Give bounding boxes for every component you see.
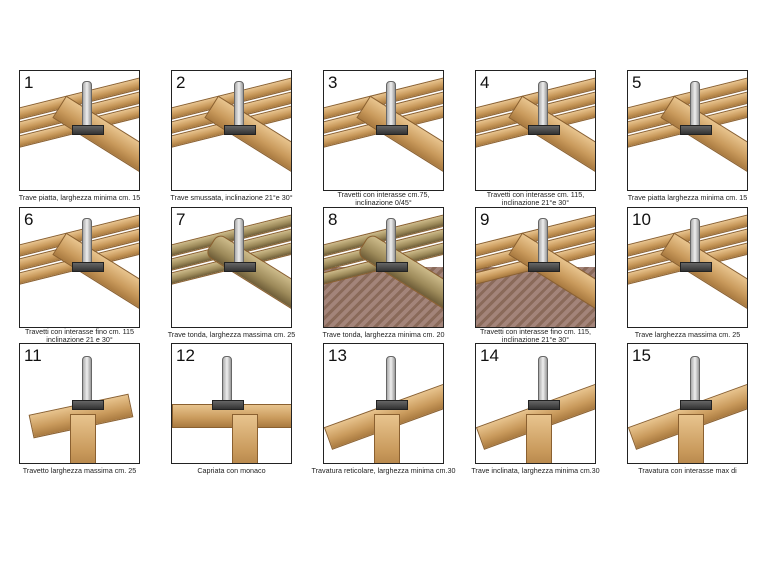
anchor-plate-illustration — [82, 81, 92, 127]
anchor-base-illustration — [528, 125, 560, 135]
item-caption: Capriata con monaco — [197, 466, 266, 475]
catalog-tile: 14 Trave inclinata, larghezza minima cm.… — [471, 343, 600, 475]
anchor-base-illustration — [224, 125, 256, 135]
item-number: 11 — [24, 346, 42, 365]
catalog-tile: 10 Trave larghezza massima cm. 25 — [627, 207, 748, 339]
catalog-tile: 9 Travetti con interasse fino cm. 115, i… — [475, 207, 596, 344]
catalog-tile: 12 Capriata con monaco — [171, 343, 292, 475]
anchor-base-illustration — [680, 262, 712, 272]
item-number: 1 — [24, 73, 34, 92]
post-illustration — [374, 414, 400, 463]
anchor-plate-illustration — [538, 356, 548, 402]
post-illustration — [232, 414, 258, 463]
illustration-frame: 14 — [475, 343, 596, 464]
item-number: 6 — [24, 210, 34, 229]
item-number: 14 — [480, 346, 499, 365]
anchor-plate-illustration — [386, 218, 396, 264]
item-caption: Travetto larghezza massima cm. 25 — [22, 466, 137, 475]
anchor-plate-illustration — [234, 218, 244, 264]
illustration-frame: 15 — [627, 343, 748, 464]
illustration-frame: 2 — [171, 70, 292, 191]
anchor-base-illustration — [224, 262, 256, 272]
illustration-frame: 6 — [19, 207, 140, 328]
anchor-base-illustration — [680, 400, 712, 410]
anchor-plate-illustration — [234, 81, 244, 127]
item-number: 5 — [632, 73, 642, 92]
anchor-plate-illustration — [690, 218, 700, 264]
anchor-base-illustration — [72, 262, 104, 272]
anchor-plate-illustration — [82, 356, 92, 402]
catalog-tile: 7 Trave tonda, larghezza massima cm. 25 — [168, 207, 295, 339]
anchor-plate-illustration — [386, 81, 396, 127]
item-caption: Travatura reticolare, larghezza minima c… — [311, 466, 456, 475]
item-number: 13 — [328, 346, 347, 365]
item-caption: Trave inclinata, larghezza minima cm.30 — [471, 466, 600, 475]
item-number: 3 — [328, 73, 338, 92]
anchor-base-illustration — [376, 400, 408, 410]
item-caption: Trave larghezza massima cm. 25 — [634, 330, 741, 339]
catalog-tile: 1 Trave piatta, larghezza minima cm. 15 — [19, 70, 140, 202]
anchor-base-illustration — [528, 400, 560, 410]
illustration-frame: 1 — [19, 70, 140, 191]
item-number: 7 — [176, 210, 186, 229]
item-caption: Travetti con interasse fino cm. 115, inc… — [479, 327, 592, 344]
post-illustration — [678, 414, 704, 463]
illustration-frame: 5 — [627, 70, 748, 191]
catalog-tile: 13 Travatura reticolare, larghezza minim… — [312, 343, 455, 475]
item-number: 4 — [480, 73, 490, 92]
item-number: 10 — [632, 210, 651, 229]
illustration-frame: 7 — [171, 207, 292, 328]
illustration-frame: 8 — [323, 207, 444, 328]
anchor-base-illustration — [376, 262, 408, 272]
illustration-frame: 10 — [627, 207, 748, 328]
item-number: 9 — [480, 210, 490, 229]
illustration-frame: 13 — [323, 343, 444, 464]
item-caption: Travetti con interasse fino cm. 115 incl… — [24, 327, 135, 344]
illustration-frame: 3 — [323, 70, 444, 191]
item-number: 12 — [176, 346, 195, 365]
anchor-base-illustration — [212, 400, 244, 410]
illustration-frame: 11 — [19, 343, 140, 464]
catalog-tile: 2 Trave smussata, inclinazione 21°e 30° — [170, 70, 293, 202]
illustration-frame: 4 — [475, 70, 596, 191]
item-caption: Travatura con interasse max di — [638, 466, 737, 475]
item-number: 15 — [632, 346, 651, 365]
post-illustration — [70, 414, 96, 463]
anchor-plate-illustration — [82, 218, 92, 264]
anchor-plate-illustration — [690, 81, 700, 127]
catalog-tile: 6 Travetti con interasse fino cm. 115 in… — [19, 207, 140, 344]
catalog-tile: 3 Travetti con interasse cm.75, inclinaz… — [323, 70, 444, 207]
illustration-frame: 9 — [475, 207, 596, 328]
item-caption: Trave piatta, larghezza minima cm. 15 — [18, 193, 141, 202]
catalog-tile: 15 Travatura con interasse max di — [627, 343, 748, 475]
anchor-plate-illustration — [538, 81, 548, 127]
item-number: 8 — [328, 210, 338, 229]
item-number: 2 — [176, 73, 186, 92]
catalog-tile: 8 Trave tonda, larghezza minima cm. 20 — [323, 207, 444, 339]
item-caption: Travetti con interasse cm.75, inclinazio… — [337, 190, 430, 207]
anchor-base-illustration — [680, 125, 712, 135]
catalog-tile: 11 Travetto larghezza massima cm. 25 — [19, 343, 140, 475]
anchor-plate-illustration — [386, 356, 396, 402]
item-caption: Trave piatta larghezza minima cm. 15 — [627, 193, 748, 202]
catalog-tile: 5 Trave piatta larghezza minima cm. 15 — [627, 70, 748, 202]
anchor-plate-illustration — [690, 356, 700, 402]
anchor-base-illustration — [528, 262, 560, 272]
anchor-base-illustration — [72, 125, 104, 135]
item-caption: Trave tonda, larghezza minima cm. 20 — [322, 330, 445, 339]
anchor-plate-illustration — [222, 356, 232, 402]
anchor-base-illustration — [376, 125, 408, 135]
anchor-plate-illustration — [538, 218, 548, 264]
catalog-tile: 4 Travetti con interasse cm. 115, inclin… — [475, 70, 596, 207]
anchor-base-illustration — [72, 400, 104, 410]
item-caption: Travetti con interasse cm. 115, inclinaz… — [486, 190, 585, 207]
post-illustration — [526, 414, 552, 463]
item-caption: Trave tonda, larghezza massima cm. 25 — [167, 330, 296, 339]
illustration-frame: 12 — [171, 343, 292, 464]
item-caption: Trave smussata, inclinazione 21°e 30° — [170, 193, 293, 202]
